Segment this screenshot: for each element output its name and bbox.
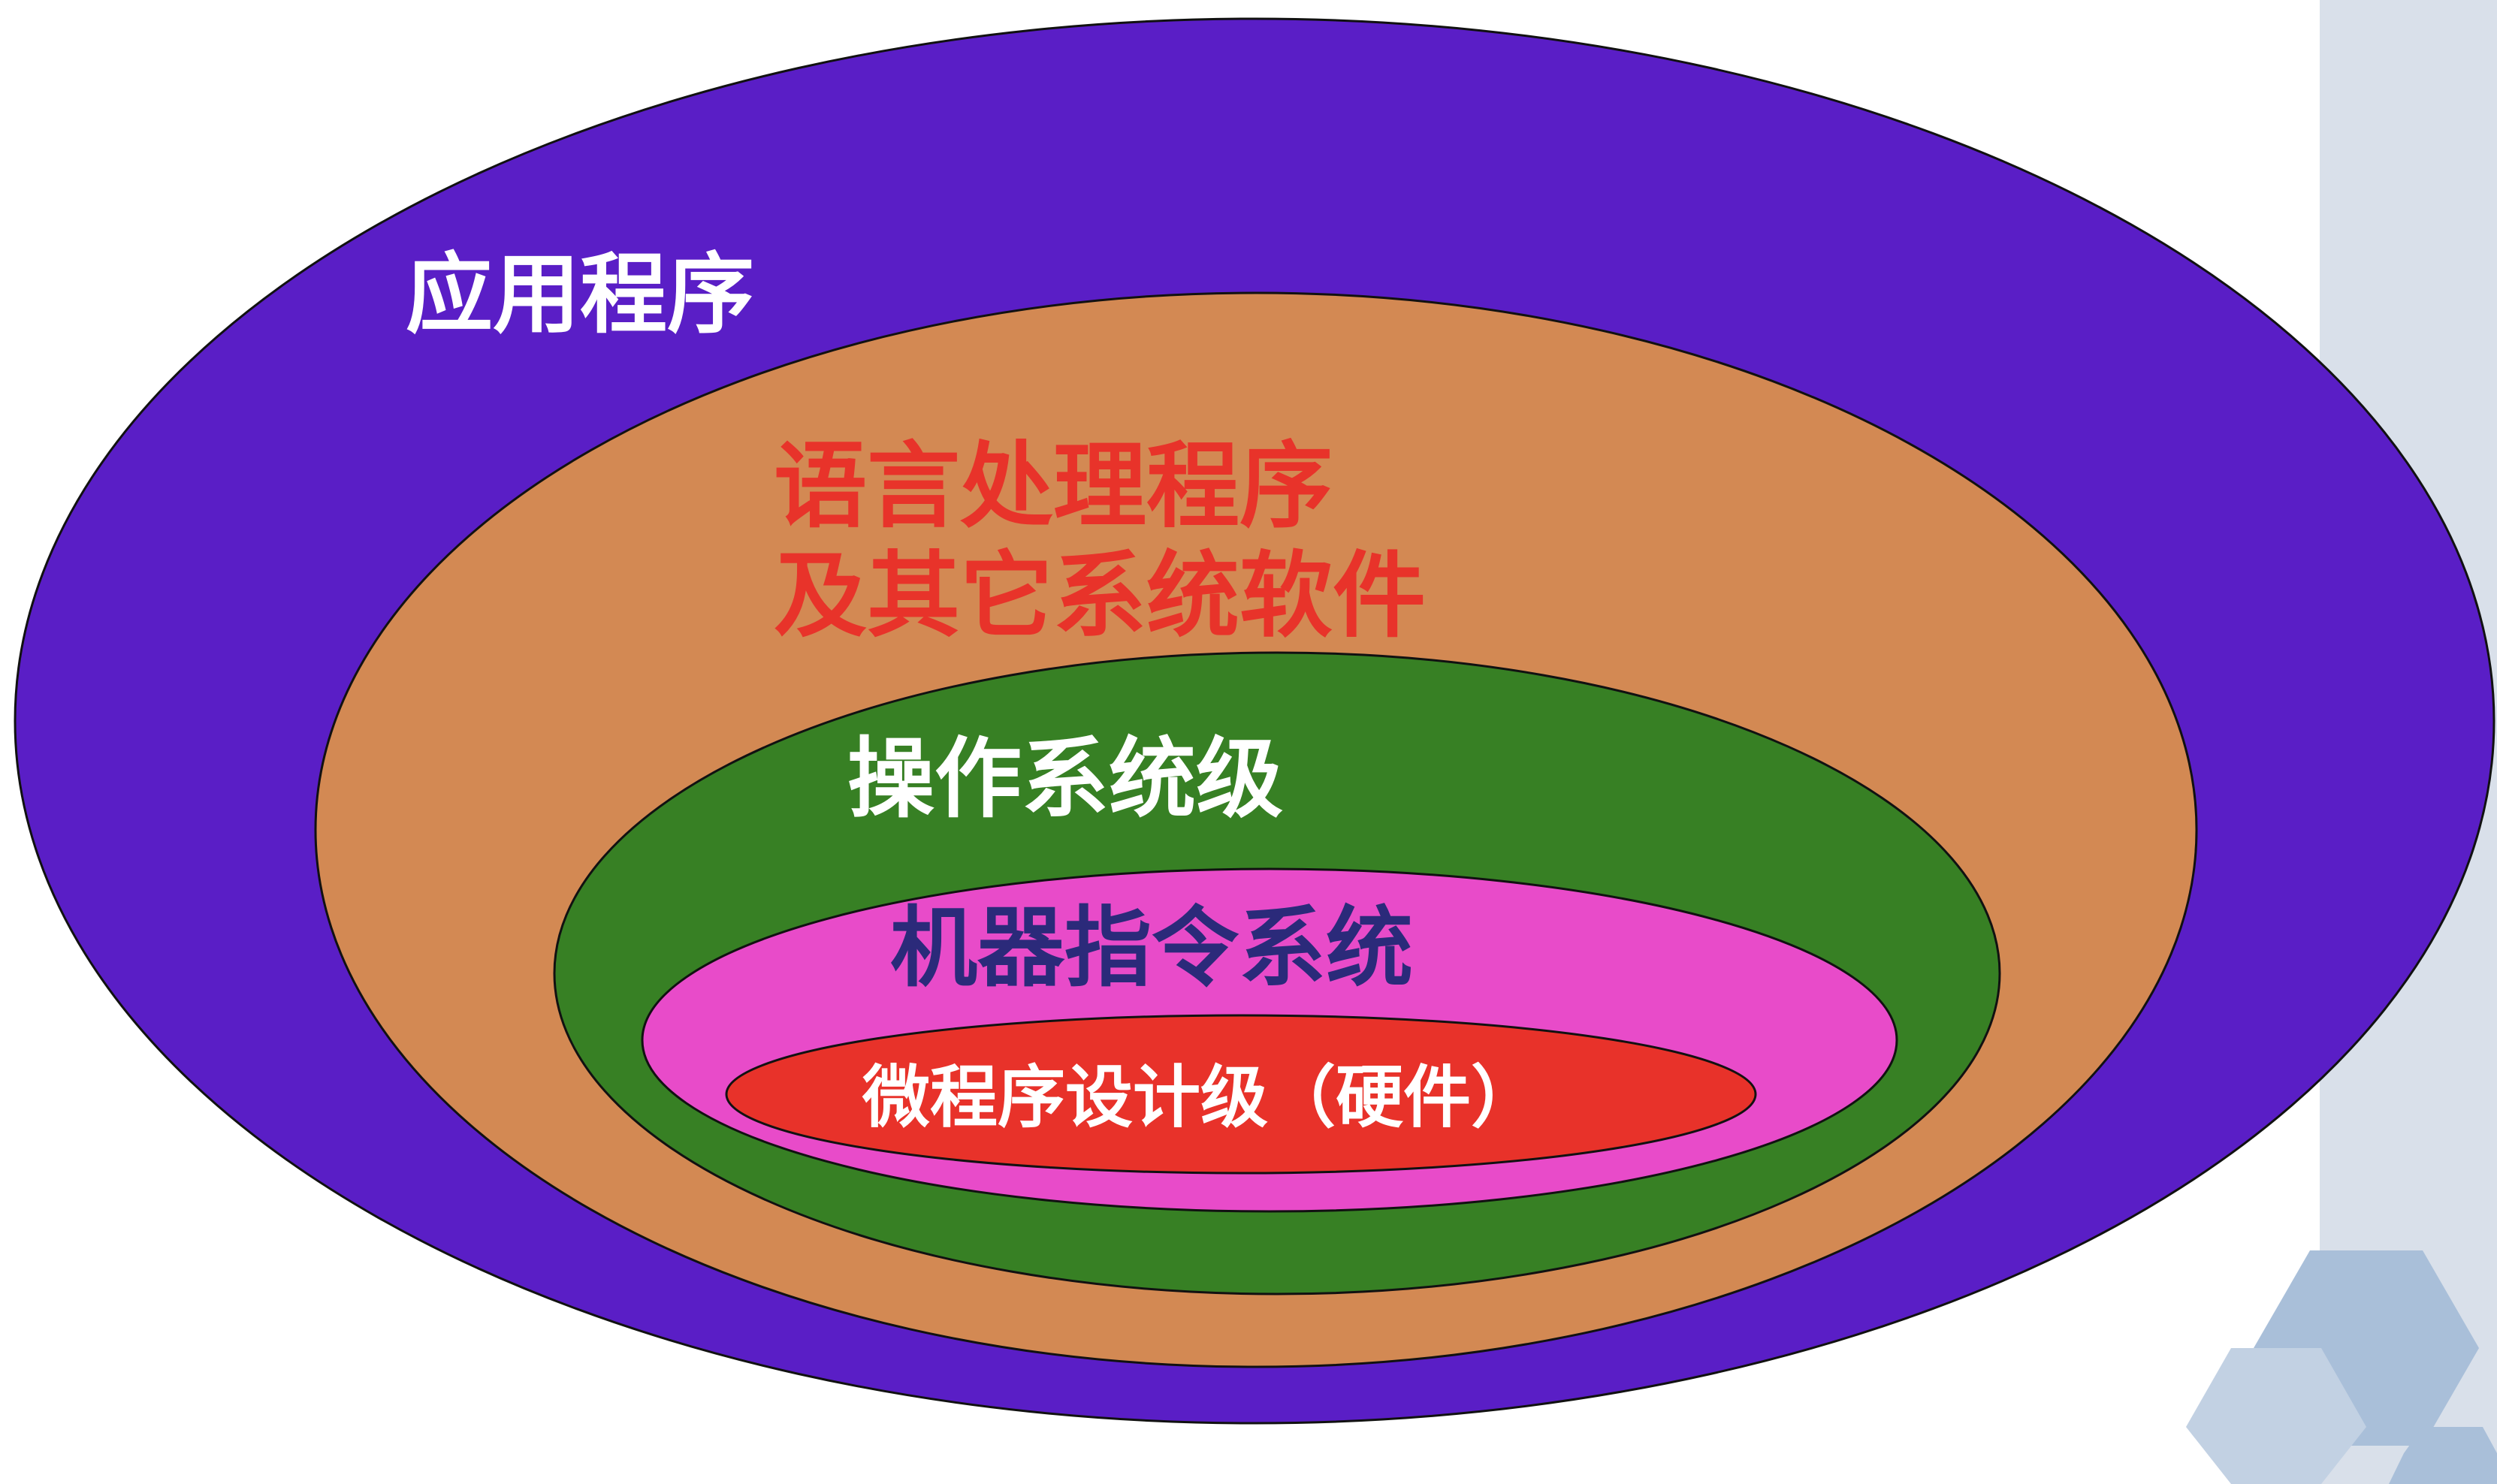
label-isa: 机器指令系统	[890, 897, 1413, 999]
hexagon-decoration-bottom	[2389, 1427, 2497, 1484]
label-application: 应用程序	[406, 244, 754, 345]
hexagon-decoration-small	[2186, 1348, 2366, 1484]
label-language-line-1: 语言处理程序	[774, 433, 1333, 541]
label-language-line-2: 及其它系统软件	[774, 542, 1427, 650]
label-os: 操作系统级	[847, 728, 1283, 830]
label-language: 语言处理程序 及其它系统软件	[774, 432, 1426, 651]
label-micro: 微程序设计级（硬件）	[862, 1058, 1538, 1137]
ellipse-micro	[725, 1014, 1757, 1175]
